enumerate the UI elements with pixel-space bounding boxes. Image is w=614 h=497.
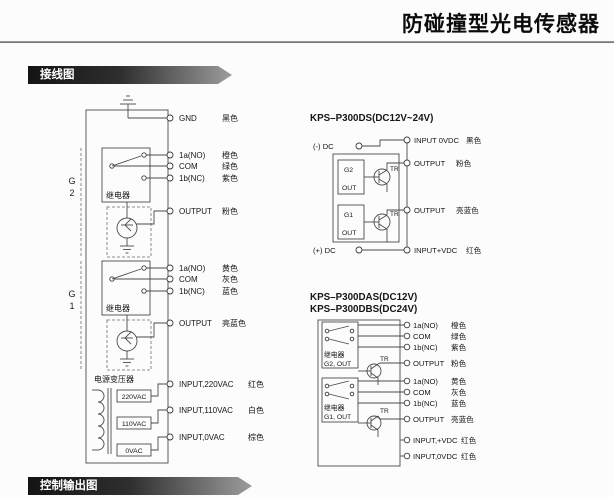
terminal-color-label: 亮蓝色 [222, 318, 246, 328]
terminal-color-label: 绿色 [222, 161, 238, 171]
relay-box-g2 [101, 147, 151, 203]
terminal-color-label: 橙色 [222, 150, 238, 160]
terminal-color-label: 黄色 [451, 376, 467, 386]
terminal-color-label: 棕色 [248, 432, 264, 442]
terminal-color-label: 粉色 [451, 358, 467, 368]
terminal-color-label: 红色 [461, 451, 477, 461]
terminal-label: INPUT,110VAC [179, 406, 233, 415]
terminal-label: COM [179, 275, 198, 284]
terminal-label: OUTPUT [413, 359, 445, 368]
terminal-color-label: 黑色 [466, 135, 482, 145]
terminal-color-label: 蓝色 [222, 286, 238, 296]
terminal-color-label: 黑色 [222, 113, 238, 123]
terminal-label: INPUT 0VDC [414, 136, 460, 145]
terminal-color-label: 绿色 [451, 331, 467, 341]
terminal-label: INPUT,+VDC [413, 436, 458, 445]
dc-diagram-title: KPS–P300DS(DC12V~24V) [310, 113, 433, 124]
terminal-label: 1b(NC) [413, 343, 438, 352]
group-g1-label: G1 [67, 289, 77, 313]
terminal-label: OUTPUT [413, 415, 445, 424]
terminal-color-label: 紫色 [451, 342, 467, 352]
terminal-label: OUTPUT [179, 207, 212, 216]
terminal-label: 1a(NO) [413, 321, 438, 330]
terminal-label: COM [413, 332, 431, 341]
terminal-color-label: 黄色 [222, 263, 238, 273]
transformer-label: 电源变压器 [94, 374, 134, 384]
section-banner-wiring: 接线图 [28, 66, 232, 84]
dc-minus-label: (-) DC [313, 142, 334, 151]
das-g1-out-label: G1, OUT [324, 414, 351, 421]
terminal-color-label: 亮蓝色 [451, 414, 474, 424]
group-g2-label: G2 [67, 176, 77, 200]
dc-diagram-labels: (-) DC (+) DC INPUT 0VDC 黑色 OUTPUT 粉色 OU… [313, 135, 482, 255]
terminal-color-label: 灰色 [222, 274, 238, 284]
section-banner-control-output: 控制输出图 [28, 477, 252, 495]
das-tr-upper-label: TR [380, 356, 389, 363]
terminal-label: OUTPUT [414, 159, 446, 168]
main-unit-body [85, 109, 169, 464]
terminal-label: INPUT,0VAC [179, 433, 225, 442]
dc-tr-lower-label: TR [390, 211, 399, 218]
terminal-color-label: 粉色 [456, 158, 472, 168]
terminal-label: 1b(NC) [413, 399, 438, 408]
tap-220vac-label: 220VAC [122, 394, 147, 401]
relay-label-g1: 继电器 [106, 303, 130, 313]
terminal-label: OUTPUT [179, 319, 212, 328]
terminal-color-label: 红色 [466, 245, 482, 255]
das-diagram-title-2: KPS–P300DBS(DC24V) [310, 304, 417, 315]
dc-diagram-terminals [355, 136, 411, 254]
das-relay-g1-label: 继电器 [324, 403, 345, 412]
terminal-label: 1a(NO) [413, 377, 438, 386]
das-tr-lower-label: TR [380, 408, 389, 415]
dc-tr-upper-label: TR [390, 166, 399, 173]
dc-g2-out-label: OUT [342, 185, 356, 192]
group-brackets [80, 148, 152, 371]
relay-label-g2: 继电器 [106, 190, 130, 200]
transformer-icon [92, 383, 167, 457]
terminal-label: 1b(NC) [179, 287, 205, 296]
terminal-color-label: 蓝色 [451, 398, 467, 408]
dc-plus-label: (+) DC [313, 246, 336, 255]
terminal-color-label: 粉色 [222, 206, 238, 216]
das-diagram-shapes [317, 319, 404, 467]
das-diagram-title-1: KPS–P300DAS(DC12V) [310, 292, 417, 303]
dc-g1-label: G1 [344, 212, 353, 219]
dc-diagram-shapes [332, 139, 408, 251]
tap-0vac-label: 0VAC [125, 448, 142, 455]
terminal-label: 1a(NO) [179, 264, 206, 273]
terminal-label: 1a(NO) [179, 151, 206, 160]
terminal-color-label: 橙色 [451, 320, 467, 330]
relay-box-g1 [101, 260, 151, 316]
terminal-color-label: 红色 [461, 435, 477, 445]
terminal-label: COM [413, 388, 431, 397]
terminal-label: 1b(NC) [179, 174, 205, 183]
title-divider [0, 41, 614, 43]
page-title: 防碰撞型光电传感器 [402, 13, 600, 36]
das-g2-out-label: G2, OUT [324, 361, 351, 368]
main-unit-wires [114, 117, 167, 292]
terminal-label: INPUT,0VDC [413, 452, 458, 461]
dc-g1-out-label: OUT [342, 230, 356, 237]
main-unit-terminals [166, 114, 174, 441]
terminal-label: INPUT+VDC [414, 246, 458, 255]
terminal-label: COM [179, 162, 198, 171]
das-diagram-labels: 1a(NO) 橙色 COM 绿色 1b(NC) 紫色 OUTPUT 粉色 1a(… [324, 320, 477, 461]
dc-g2-label: G2 [344, 167, 353, 174]
terminal-color-label: 亮蓝色 [456, 205, 479, 215]
transistor-icon-g1 [116, 315, 167, 367]
das-relay-g2-label: 继电器 [324, 350, 345, 359]
transistor-icon-g2 [116, 202, 167, 254]
das-diagram-terminals [403, 321, 411, 460]
tap-110vac-label: 110VAC [122, 421, 146, 428]
terminal-label: GND [179, 114, 197, 123]
terminal-label: OUTPUT [414, 206, 446, 215]
terminal-label: INPUT,220VAC [179, 380, 234, 389]
ground-icon-top [120, 95, 136, 118]
main-unit-inner-labels: 继电器 继电器 电源变压器 220VAC 110VAC 0VAC [94, 190, 146, 455]
terminal-color-label: 白色 [248, 405, 264, 415]
terminal-color-label: 灰色 [451, 387, 467, 397]
terminal-color-label: 红色 [248, 379, 264, 389]
main-unit-terminal-labels: GND 黑色 1a(NO) 橙色 COM 绿色 1b(NC) 紫色 OUTPUT… [179, 113, 264, 442]
terminal-color-label: 紫色 [222, 173, 238, 183]
